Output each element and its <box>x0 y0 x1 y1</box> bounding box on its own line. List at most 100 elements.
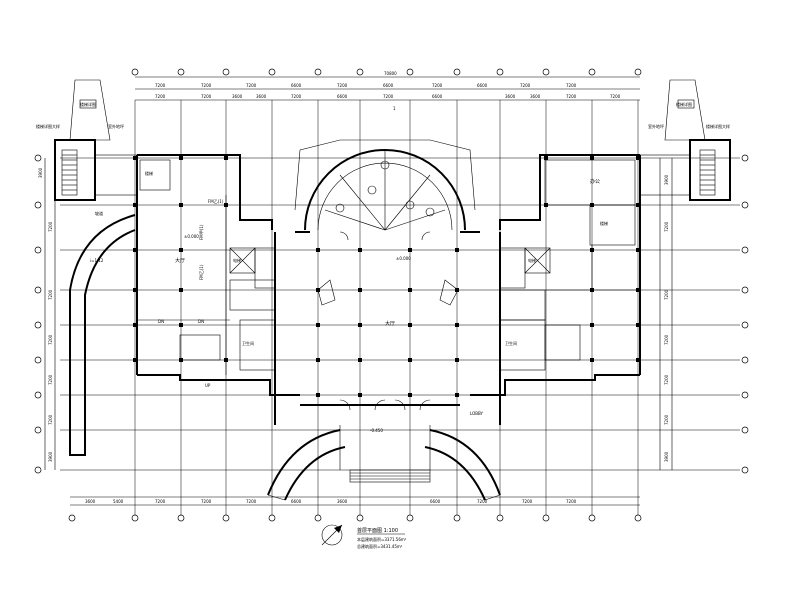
left-dim: 7200 <box>48 289 53 300</box>
lobby-sign: LOBBY <box>470 411 484 416</box>
right-dimension-chain: 3900 7200 7200 7200 7200 7200 3900 <box>659 154 749 474</box>
top-dim: 7200 <box>566 94 577 99</box>
bottom-dim: 3600 <box>337 499 348 504</box>
right-dim: 3900 <box>664 174 669 185</box>
door-tag: FM甲(1) <box>199 224 204 240</box>
right-dim: 3900 <box>664 451 669 462</box>
top-dim: 7200 <box>246 83 257 88</box>
right-dim: 7200 <box>664 289 669 300</box>
top-dim: 3600 <box>530 94 541 99</box>
bottom-dim: 7200 <box>477 499 488 504</box>
top-dim: 6600 <box>432 94 443 99</box>
columns <box>133 156 640 397</box>
note-right: 室外地坪 <box>648 123 664 129</box>
top-dim: 7200 <box>201 94 212 99</box>
top-dim: 7200 <box>155 94 166 99</box>
top-dim: 7200 <box>201 83 212 88</box>
left-dim: 7200 <box>48 221 53 232</box>
left-stair-tower <box>54 79 138 201</box>
bottom-dim: 7200 <box>201 499 212 504</box>
left-dim: 7200 <box>48 334 53 345</box>
room-label-stair-right: 楼梯 <box>600 220 608 226</box>
left-dim: 7200 <box>48 414 53 425</box>
top-dim: 6600 <box>291 83 302 88</box>
elevation-center: ±0.000 <box>396 256 411 261</box>
door-tag: FM乙(1) <box>198 264 204 280</box>
bottom-dimension-chain: 3600 5400 7200 7200 7200 6600 3600 6600 … <box>70 496 640 506</box>
right-dim: 7200 <box>664 334 669 345</box>
right-dim: 7200 <box>664 414 669 425</box>
top-dim: 3600 <box>256 94 267 99</box>
top-dim: 3600 <box>505 94 516 99</box>
ramp-label: 坡道 <box>95 210 103 216</box>
top-dim: 6600 <box>477 83 488 88</box>
left-dim: 3900 <box>48 451 53 462</box>
top-dim: 7200 <box>610 94 621 99</box>
top-dim: 7200 <box>291 94 302 99</box>
right-dim: 7200 <box>664 374 669 385</box>
note-right-side: 楼梯详图大样 <box>706 123 730 129</box>
structural-grid <box>60 100 740 515</box>
room-label-office: 办公 <box>590 178 600 185</box>
bottom-dim: 3600 <box>85 499 96 504</box>
bottom-dim: 7200 <box>566 499 577 504</box>
drawing-title: 首层平面图 1:100 <box>357 527 398 534</box>
bottom-dim: 6600 <box>291 499 302 504</box>
escalators <box>317 279 459 306</box>
front-canopy <box>267 425 501 501</box>
room-label-toilet-right: 卫生间 <box>505 340 517 346</box>
room-label-main-hall: 大厅 <box>385 320 395 327</box>
note-left-box: 楼梯详图 <box>80 101 96 107</box>
hall-doors <box>339 231 431 411</box>
top-dim: 3600 <box>232 94 243 99</box>
bottom-dim: 7200 <box>246 499 257 504</box>
room-label-elevator-left: 电梯 <box>233 257 241 263</box>
top-rotunda <box>294 139 476 231</box>
section-mark: 1 <box>393 106 396 111</box>
room-label-stair-left: 楼梯 <box>145 170 153 176</box>
elevation-left: ±0.000 <box>184 234 199 239</box>
bottom-dim: 5400 <box>113 499 124 504</box>
top-dimension-chain: 70800 7200 7200 7200 6600 7200 6600 7200… <box>135 71 640 101</box>
room-label-toilet-left: 卫生间 <box>242 340 254 346</box>
stair-dn-left: DN <box>158 319 164 324</box>
bottom-axis-bubbles <box>68 514 642 522</box>
top-dim: 7200 <box>566 83 577 88</box>
stair-up-label: UP <box>205 383 211 388</box>
left-ramp <box>69 214 136 456</box>
ramp-grade: i=1:12 <box>90 258 104 263</box>
area-total: 总建筑面积=3431.45m² <box>357 543 403 549</box>
top-dim: 7200 <box>337 83 348 88</box>
room-label-left-hall: 大厅 <box>175 257 185 264</box>
door-tag: FM乙(1) <box>208 198 224 204</box>
top-dim: 6600 <box>383 83 394 88</box>
left-core <box>137 159 276 375</box>
top-overall-dim: 70800 <box>384 71 397 76</box>
bottom-dim: 7200 <box>522 499 533 504</box>
right-dim: 7200 <box>664 221 669 232</box>
top-dim: 7200 <box>520 83 531 88</box>
right-stair-tower <box>639 79 731 201</box>
left-dim: 3900 <box>38 167 43 178</box>
note-left: 室外地坪 <box>108 123 124 129</box>
stair-dn-right: DN <box>198 319 204 324</box>
title-block: 首层平面图 1:100 本层建筑面积=3371.56m² 总建筑面积=3431.… <box>357 527 407 549</box>
top-axis-bubbles <box>131 68 642 76</box>
room-label-elevator-right: 电梯 <box>528 257 536 263</box>
north-arrow <box>321 524 343 546</box>
annotation-notes: 室外地坪 室外地坪 楼梯详图 楼梯详图 楼梯详图大样 楼梯详图大样 <box>36 101 730 129</box>
left-dim: 7200 <box>48 374 53 385</box>
top-dim: 7200 <box>383 94 394 99</box>
right-core <box>499 159 640 371</box>
left-dimension-chain: 3900 7200 7200 7200 7200 7200 3900 <box>34 154 56 474</box>
note-left-side: 楼梯详图大样 <box>36 123 60 129</box>
elevation-outdoor: -0.450 <box>370 428 383 433</box>
bottom-dim: 7200 <box>155 499 166 504</box>
note-right-box: 楼梯详图 <box>676 101 692 107</box>
top-dim: 7200 <box>155 83 166 88</box>
room-labels: 大厅 大厅 办公 楼梯 楼梯 电梯 电梯 卫生间 卫生间 FM乙(1) FM甲(… <box>90 106 608 433</box>
bottom-dim: 6600 <box>430 499 441 504</box>
area-this-floor: 本层建筑面积=3371.56m² <box>357 536 407 542</box>
top-dim: 7200 <box>432 83 443 88</box>
